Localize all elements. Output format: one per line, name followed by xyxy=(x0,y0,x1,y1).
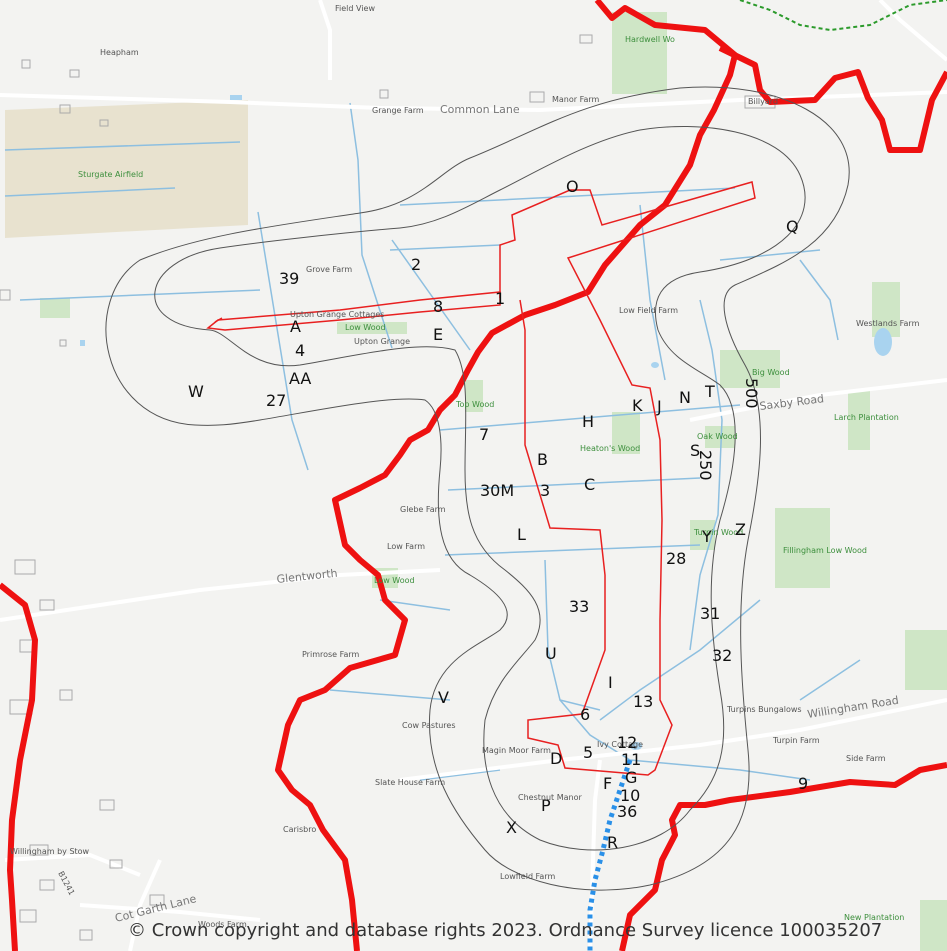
place-low-field-farm: Low Field Farm xyxy=(619,306,678,315)
marker-Y: Y xyxy=(701,527,712,546)
marker-O: O xyxy=(566,177,579,196)
place-woods-farm: Woods Farm xyxy=(198,920,247,929)
marker-3: 3 xyxy=(540,481,550,500)
place-low-wood-south: Low Wood xyxy=(374,576,415,585)
marker-V: V xyxy=(438,688,449,707)
marker-Z: Z xyxy=(735,520,746,539)
marker-12: 12 xyxy=(617,733,637,752)
water-bodies xyxy=(80,95,892,750)
marker-9: 9 xyxy=(798,774,808,793)
place-manor-farm: Manor Farm xyxy=(552,95,600,104)
marker-1: 1 xyxy=(495,289,505,308)
place-low-wood-north: Low Wood xyxy=(345,323,386,332)
marker-32: 32 xyxy=(712,646,732,665)
marker-30M: 30M xyxy=(480,481,514,500)
place-upton-grange: Upton Grange xyxy=(354,337,410,346)
place-slate-house: Slate House Farm xyxy=(375,778,445,787)
place-ivy-cottage: Ivy Cottage xyxy=(597,740,643,749)
marker-31: 31 xyxy=(700,604,720,623)
marker-28: 28 xyxy=(666,549,686,568)
marker-39: 39 xyxy=(279,269,299,288)
marker-250: 250 xyxy=(696,450,715,481)
green-dashed-route xyxy=(739,0,947,32)
marker-G: G xyxy=(625,768,637,787)
road-common-lane: Common Lane xyxy=(440,103,520,116)
place-grange-farm: Grange Farm xyxy=(372,106,424,115)
place-side-farm: Side Farm xyxy=(846,754,886,763)
marker-4: 4 xyxy=(295,341,305,360)
marker-T: T xyxy=(704,382,715,401)
marker-13: 13 xyxy=(633,692,653,711)
place-lowfield-farm: Lowfield Farm xyxy=(500,872,555,881)
marker-E: E xyxy=(433,325,443,344)
place-chestnut-manor: Chestnut Manor xyxy=(518,793,582,802)
place-heatons-wood: Heaton's Wood xyxy=(580,444,640,453)
marker-11: 11 xyxy=(621,750,641,769)
marker-K: K xyxy=(632,396,643,415)
marker-P: P xyxy=(541,796,551,815)
marker-J: J xyxy=(656,397,662,416)
marker-D: D xyxy=(550,749,562,768)
place-larch: Larch Plantation xyxy=(834,413,899,422)
marker-U: U xyxy=(545,644,557,663)
marker-33: 33 xyxy=(569,597,589,616)
marker-7: 7 xyxy=(479,425,489,444)
place-cow-pastures: Cow Pastures xyxy=(402,721,456,730)
marker-27: 27 xyxy=(266,391,286,410)
place-hardwell: Hardwell Wo xyxy=(625,35,675,44)
road-glentworth: Glentworth xyxy=(276,567,338,586)
place-upton-cottages: Upton Grange Cottages xyxy=(290,310,384,319)
place-grove-farm: Grove Farm xyxy=(306,265,352,274)
copyright-notice: © Crown copyright and database rights 20… xyxy=(128,920,883,941)
marker-Q: Q xyxy=(786,217,799,236)
marker-B: B xyxy=(537,450,548,469)
place-willingham-by-stow: Willingham by Stow xyxy=(10,847,90,856)
place-turpin-wood: Turpin Wood xyxy=(693,528,743,537)
place-carisbrooke: Carisbro xyxy=(283,825,316,834)
marker-10: 10 xyxy=(620,786,640,805)
place-field-view: Field View xyxy=(335,4,375,13)
marker-6: 6 xyxy=(580,705,590,724)
marker-S: S xyxy=(690,441,700,460)
place-low-farm: Low Farm xyxy=(387,542,425,551)
marker-500: 500 xyxy=(742,378,761,409)
sturgate-airfield-area xyxy=(5,100,248,238)
site-boundary xyxy=(206,181,756,776)
place-new-plantation: New Plantation xyxy=(844,913,904,922)
marker-5: 5 xyxy=(583,743,593,762)
place-glebe-farm: Glebe Farm xyxy=(400,505,446,514)
cable-route xyxy=(587,759,633,951)
place-primrose: Primrose Farm xyxy=(302,650,360,659)
place-sturgate: Sturgate Airfield xyxy=(78,170,143,179)
marker-L: L xyxy=(517,525,526,544)
place-heapham: Heapham xyxy=(100,48,139,57)
place-top-wood: Top Wood xyxy=(455,400,494,409)
place-big-wood: Big Wood xyxy=(752,368,790,377)
place-turpins-bungalows: Turpins Bungalows xyxy=(726,705,802,714)
marker-I: I xyxy=(608,673,613,692)
marker-F: F xyxy=(603,774,612,793)
place-turpin-farm: Turpin Farm xyxy=(772,736,820,745)
place-billyard: Billyard xyxy=(748,97,778,106)
place-fillingham-low-wood: Fillingham Low Wood xyxy=(783,546,867,555)
marker-N: N xyxy=(679,388,691,407)
place-oak-wood: Oak Wood xyxy=(697,432,738,441)
place-westlands: Westlands Farm xyxy=(856,319,920,328)
marker-H: H xyxy=(582,412,594,431)
place-magin-moor: Magin Moor Farm xyxy=(482,746,551,755)
marker-2: 2 xyxy=(411,255,421,274)
marker-X: X xyxy=(506,818,517,837)
marker-C: C xyxy=(584,475,595,494)
marker-AA: AA xyxy=(289,369,311,388)
marker-W: W xyxy=(188,382,204,401)
buffer-contours xyxy=(105,86,850,891)
marker-A: A xyxy=(290,317,301,336)
marker-8: 8 xyxy=(433,297,443,316)
marker-R: R xyxy=(607,833,618,852)
marker-36: 36 xyxy=(617,802,637,821)
